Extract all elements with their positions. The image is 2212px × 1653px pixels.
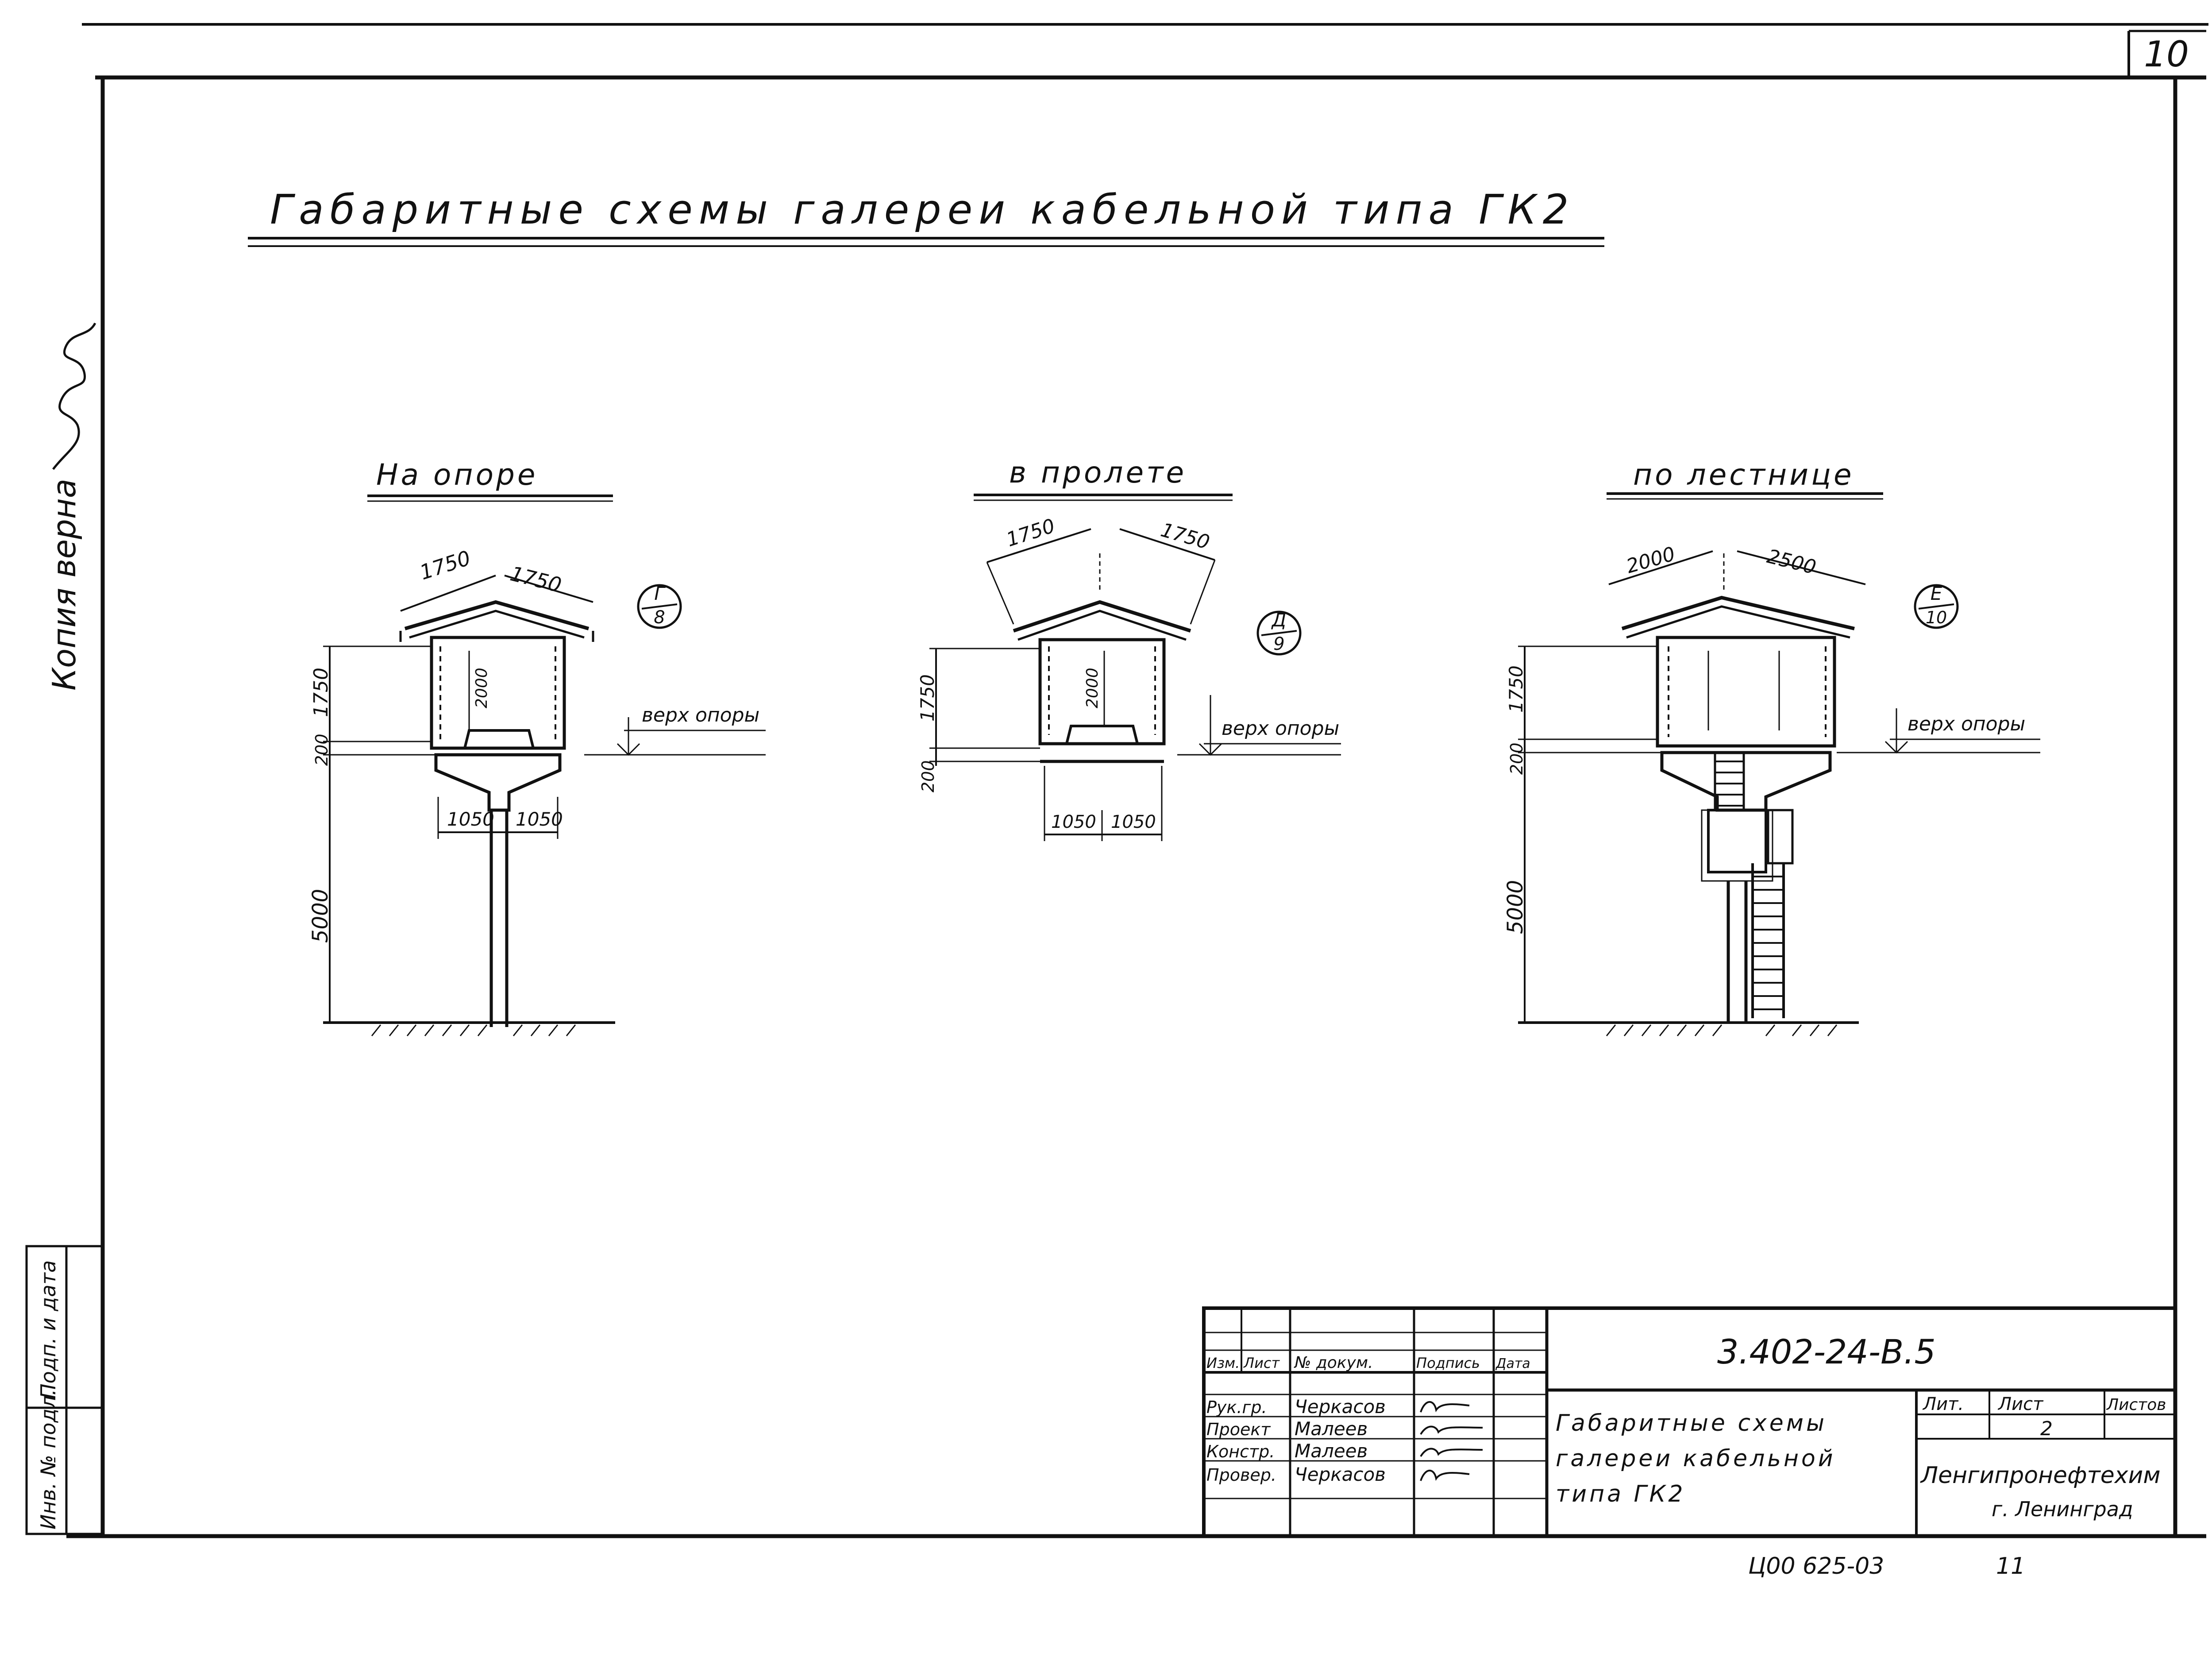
mark-top-support-1: верх опоры <box>642 704 759 726</box>
strip-inv-no: Инв. № подл. <box>36 1389 60 1529</box>
dim-slope-left-2: 1750 <box>1004 514 1058 551</box>
dim-inner-height-2: 2000 <box>1083 668 1102 708</box>
col-list: Лист <box>1243 1355 1280 1371</box>
dim-height-upper-1: 1750 <box>310 668 332 717</box>
dim-height-lower-2: 200 <box>918 760 938 792</box>
bottom-code: Ц00 625-03 <box>1748 1553 1884 1580</box>
col-doc-no: № докум. <box>1294 1354 1373 1372</box>
dim-height-lower-3: 200 <box>1507 742 1526 775</box>
dim-slope-left-3: 2000 <box>1624 543 1678 578</box>
dim-support-height-1: 5000 <box>308 889 333 943</box>
dim-height-upper-3: 1750 <box>1505 665 1527 713</box>
view-on-support: На опоре 1750 1750 2000 1050 1050 <box>308 458 766 1036</box>
callout-sheet-3: 10 <box>1926 608 1947 627</box>
sheets-label: Листов <box>2106 1396 2166 1414</box>
description-line-2: галереи кабельной <box>1556 1445 1836 1472</box>
doc-code: 3.402-24-В.5 <box>1717 1332 1936 1371</box>
mark-top-support-3: верх опоры <box>1908 713 2025 735</box>
dim-base-left-1: 1050 <box>447 808 494 830</box>
row-name-4: Черкасов <box>1295 1464 1386 1485</box>
view-on-stair: по лестнице 2000 2500 <box>1503 458 2040 1036</box>
description-line-3: типа ГК2 <box>1556 1481 1685 1507</box>
drawing-title: Габаритные схемы галереи кабельной типа … <box>270 186 1575 233</box>
callout-letter-1: Г <box>654 583 666 604</box>
dim-base-right-1: 1050 <box>516 808 563 830</box>
dim-slope-right-2: 1750 <box>1158 519 1212 554</box>
sheet-number: 10 <box>2144 34 2189 75</box>
row-role-1: Рук.гр. <box>1206 1398 1267 1417</box>
side-signature <box>52 322 96 470</box>
sheet-value: 2 <box>2040 1417 2053 1440</box>
lit-label: Лит. <box>1922 1394 1964 1414</box>
dim-support-height-3: 5000 <box>1503 880 1528 934</box>
col-date: Дата <box>1495 1356 1530 1371</box>
sheet-frame <box>66 23 2208 1538</box>
view-in-span: в пролете 1750 1750 2000 1050 1050 <box>917 456 1341 841</box>
callout-sheet-2: 9 <box>1273 634 1284 654</box>
dim-base-left-2: 1050 <box>1051 812 1096 832</box>
row-signatures <box>1420 1401 1483 1481</box>
dim-height-lower-1: 200 <box>312 734 331 766</box>
row-role-3: Констр. <box>1206 1442 1275 1461</box>
left-strip: Подп. и дата Инв. № подл. <box>25 1245 104 1535</box>
dim-inner-height-1: 2000 <box>473 668 491 708</box>
dim-base-right-2: 1050 <box>1111 812 1156 832</box>
col-izm: Изм. <box>1206 1355 1240 1371</box>
callout-letter-3: Е <box>1931 583 1942 604</box>
bottom-number: 11 <box>1996 1553 2025 1580</box>
dim-slope-right-3: 2500 <box>1765 545 1818 579</box>
row-role-2: Проект <box>1206 1420 1271 1439</box>
org-name: Ленгипронефтехим <box>1920 1462 2161 1489</box>
strip-sign-date: Подп. и дата <box>36 1260 60 1399</box>
row-role-4: Провер. <box>1206 1465 1276 1485</box>
dim-height-upper-2: 1750 <box>917 674 938 722</box>
view-label-on-support: На опоре <box>376 458 538 492</box>
view-label-on-stair: по лестнице <box>1633 458 1854 492</box>
callout-sheet-1: 8 <box>654 607 665 628</box>
dim-slope-right-1: 1750 <box>508 561 564 597</box>
mark-top-support-2: верх опоры <box>1222 717 1339 740</box>
row-name-1: Черкасов <box>1295 1396 1386 1417</box>
row-name-2: Малеев <box>1295 1418 1368 1440</box>
callout-letter-2: Д <box>1271 609 1287 631</box>
title-block: Изм. Лист № докум. Подпись Дата Рук.гр. … <box>1202 1306 2177 1538</box>
view-label-in-span: в пролете <box>1009 456 1187 490</box>
sheet-label: Лист <box>1997 1394 2044 1414</box>
side-note: Копия верна <box>46 479 83 691</box>
description-line-1: Габаритные схемы <box>1556 1410 1827 1437</box>
row-name-3: Малеев <box>1295 1440 1368 1462</box>
org-city: г. Ленинград <box>1992 1497 2133 1521</box>
col-signature: Подпись <box>1416 1355 1480 1371</box>
dim-slope-left-1: 1750 <box>417 546 474 585</box>
